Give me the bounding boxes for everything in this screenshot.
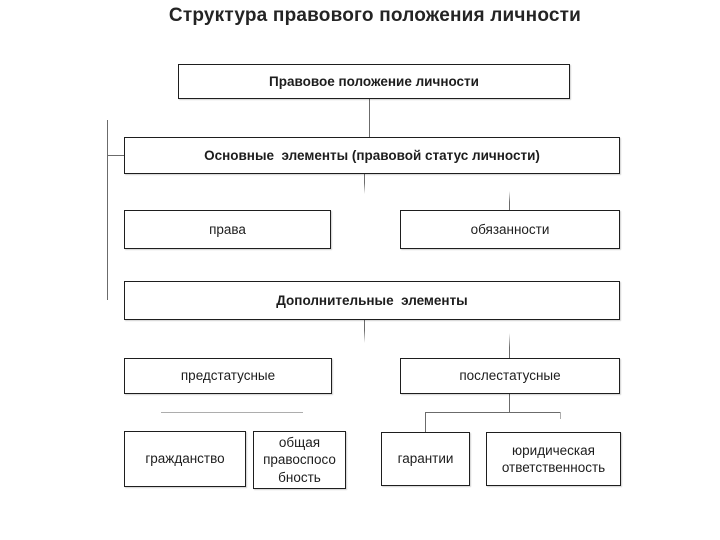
box-additional-elements: Дополнительные элементы xyxy=(124,281,620,320)
box-post-status-label: послестатусные xyxy=(459,368,561,384)
box-pre-status-label: предстатусные xyxy=(180,368,276,384)
box-legal-responsibility: юридическая ответственность xyxy=(486,432,621,486)
box-guarantees-label: гарантии xyxy=(397,451,454,467)
box-legal-capacity-label: общая правоспосо бность xyxy=(263,435,336,485)
box-citizenship: гражданство xyxy=(124,431,246,487)
connector-drop-guarantees xyxy=(425,412,426,432)
connector-post-status-branch xyxy=(425,412,561,413)
connector-drop-post-status xyxy=(509,333,510,359)
connector-left-rail xyxy=(107,120,108,300)
box-legal-position-root-label: Правовое положение личности xyxy=(269,73,479,89)
box-additional-elements-label: Дополнительные элементы xyxy=(276,292,468,308)
box-duties: обязанности xyxy=(400,210,620,249)
box-duties-label: обязанности xyxy=(470,221,550,237)
box-rights: права xyxy=(124,210,331,249)
box-citizenship-label: гражданство xyxy=(145,451,225,467)
box-main-elements: Основные элементы (правовой статус лично… xyxy=(124,137,620,174)
box-guarantees: гарантии xyxy=(381,432,470,486)
connector-post-status-stem xyxy=(509,394,510,413)
box-post-status: послестатусные xyxy=(400,358,620,394)
box-rights-label: права xyxy=(209,221,246,237)
connector-branch-end-tick xyxy=(560,412,561,419)
connector-root-to-main xyxy=(369,99,370,137)
box-legal-capacity: общая правоспосо бность xyxy=(253,431,346,489)
box-legal-responsibility-label: юридическая ответственность xyxy=(501,442,606,475)
box-legal-position-root: Правовое положение личности xyxy=(178,64,570,99)
connector-left-rail-tick xyxy=(107,155,125,156)
box-main-elements-label: Основные элементы (правовой статус лично… xyxy=(204,147,540,163)
connector-stub-below-additional xyxy=(364,320,365,343)
slide-title: Структура правового положения личности xyxy=(168,5,582,26)
connector-pre-status-branch-faded xyxy=(161,412,303,413)
box-pre-status: предстатусные xyxy=(124,358,332,394)
connector-stub-below-main xyxy=(364,174,365,194)
connector-drop-duties xyxy=(509,191,510,211)
